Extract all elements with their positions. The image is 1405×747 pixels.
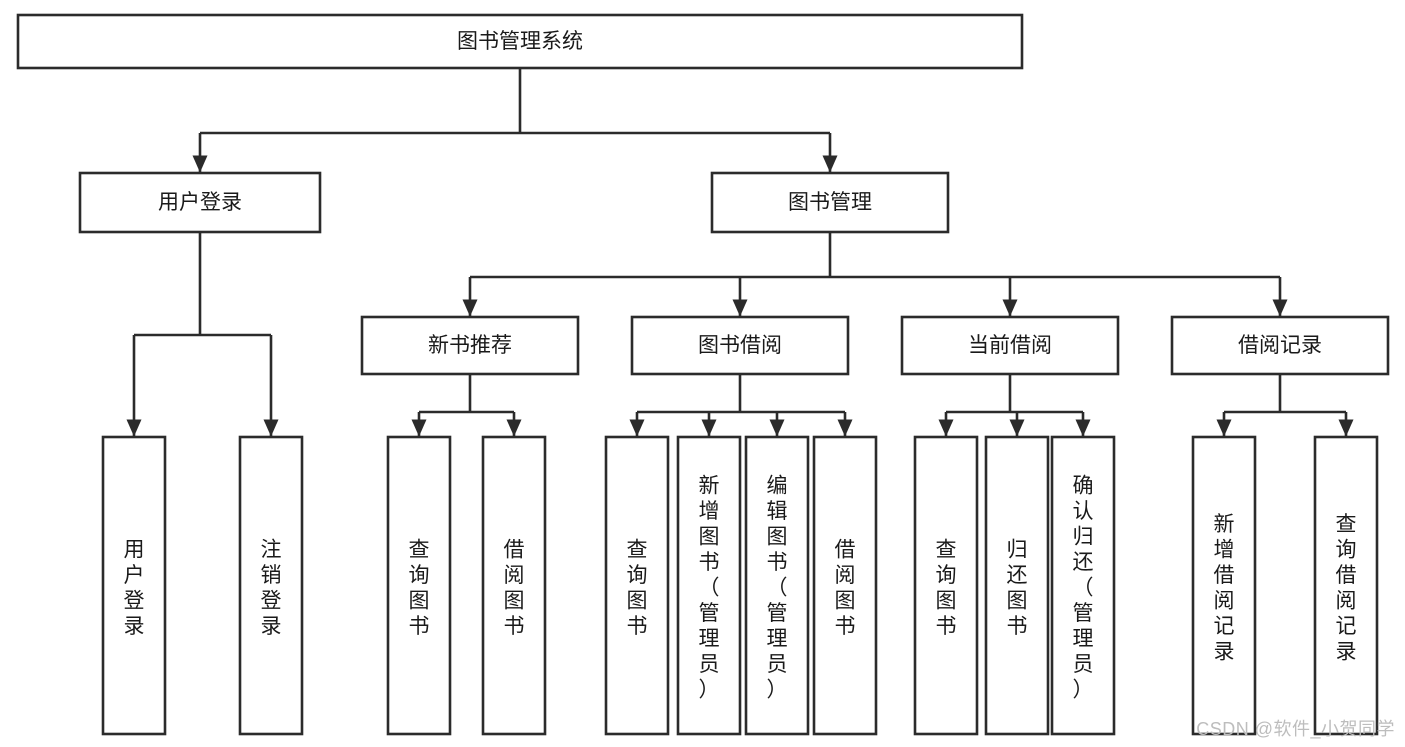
node-box-new-book-recommend xyxy=(360,315,580,376)
arrow-head-leaf-query-book-3 xyxy=(938,419,954,437)
node-label-leaf-query-book-3: 查询图书 xyxy=(936,538,957,638)
node-box-leaf-add-record xyxy=(1191,435,1257,736)
arrow-head-current-borrow xyxy=(1002,299,1018,317)
arrow-head-book-mgmt xyxy=(822,155,838,173)
node-box-borrow-records xyxy=(1170,315,1390,376)
arrow-head-leaf-user-login xyxy=(126,419,142,437)
node-leaf-query-book-1[interactable]: 查询图书 xyxy=(386,435,452,736)
node-leaf-logout[interactable]: 注销登录 xyxy=(238,435,304,736)
node-label-leaf-user-login: 用户登录 xyxy=(124,538,145,638)
arrow-head-leaf-return-book xyxy=(1009,419,1025,437)
node-box-leaf-borrow-book-2 xyxy=(812,435,878,736)
node-user-login[interactable]: 用户登录 xyxy=(78,171,322,234)
node-leaf-add-record[interactable]: 新增借阅记录 xyxy=(1191,435,1257,736)
arrow-head-leaf-add-book xyxy=(701,419,717,437)
arrow-head-leaf-query-record xyxy=(1338,419,1354,437)
node-box-leaf-query-record xyxy=(1313,435,1379,736)
arrow-head-book-borrow xyxy=(732,299,748,317)
node-box-current-borrow xyxy=(900,315,1120,376)
node-label-leaf-logout: 注销登录 xyxy=(261,538,282,638)
node-leaf-confirm-return[interactable]: 确认归还（管理员） xyxy=(1050,435,1116,736)
arrow-head-leaf-borrow-book-2 xyxy=(837,419,853,437)
node-label-book-borrow: 图书借阅 xyxy=(698,334,782,357)
node-leaf-user-login[interactable]: 用户登录 xyxy=(101,435,167,736)
node-leaf-borrow-book-2[interactable]: 借阅图书 xyxy=(812,435,878,736)
node-box-leaf-logout xyxy=(238,435,304,736)
node-new-book-recommend[interactable]: 新书推荐 xyxy=(360,315,580,376)
node-box-leaf-query-book-1 xyxy=(386,435,452,736)
node-box-leaf-borrow-book-1 xyxy=(481,435,547,736)
node-root[interactable]: 图书管理系统 xyxy=(16,13,1024,70)
node-label-leaf-add-record: 新增借阅记录 xyxy=(1214,513,1235,664)
arrow-head-leaf-confirm-return xyxy=(1075,419,1091,437)
node-label-leaf-return-book: 归还图书 xyxy=(1007,538,1028,638)
node-box-user-login xyxy=(78,171,322,234)
node-box-root xyxy=(16,13,1024,70)
node-label-leaf-add-book: 新增图书（管理员） xyxy=(699,475,720,702)
arrow-head-leaf-logout xyxy=(263,419,279,437)
arrow-head-leaf-edit-book xyxy=(769,419,785,437)
node-label-book-mgmt: 图书管理 xyxy=(788,191,872,214)
node-box-leaf-edit-book xyxy=(744,435,810,736)
node-box-leaf-query-book-2 xyxy=(604,435,670,736)
node-leaf-query-book-3[interactable]: 查询图书 xyxy=(913,435,979,736)
arrow-head-leaf-query-book-2 xyxy=(629,419,645,437)
node-book-borrow[interactable]: 图书借阅 xyxy=(630,315,850,376)
node-label-leaf-edit-book: 编辑图书（管理员） xyxy=(767,475,788,702)
arrow-head-new-book-recommend xyxy=(462,299,478,317)
node-leaf-add-book[interactable]: 新增图书（管理员） xyxy=(676,435,742,736)
arrow-head-leaf-borrow-book-1 xyxy=(506,419,522,437)
node-label-leaf-query-book-2: 查询图书 xyxy=(627,538,648,638)
node-layer: 图书管理系统用户登录图书管理新书推荐图书借阅当前借阅借阅记录用户登录注销登录查询… xyxy=(16,13,1390,736)
node-book-mgmt[interactable]: 图书管理 xyxy=(710,171,950,234)
node-label-user-login: 用户登录 xyxy=(158,191,242,214)
node-leaf-borrow-book-1[interactable]: 借阅图书 xyxy=(481,435,547,736)
node-label-leaf-borrow-book-1: 借阅图书 xyxy=(504,538,525,638)
node-label-leaf-query-book-1: 查询图书 xyxy=(409,538,430,638)
node-box-leaf-query-book-3 xyxy=(913,435,979,736)
node-box-book-borrow xyxy=(630,315,850,376)
node-label-leaf-confirm-return: 确认归还（管理员） xyxy=(1073,475,1094,702)
node-label-root: 图书管理系统 xyxy=(457,30,583,53)
arrow-head-leaf-add-record xyxy=(1216,419,1232,437)
node-label-new-book-recommend: 新书推荐 xyxy=(428,334,512,357)
node-box-leaf-return-book xyxy=(984,435,1050,736)
node-borrow-records[interactable]: 借阅记录 xyxy=(1170,315,1390,376)
node-label-leaf-borrow-book-2: 借阅图书 xyxy=(835,538,856,638)
connector-layer xyxy=(126,68,1354,437)
node-box-leaf-add-book xyxy=(676,435,742,736)
arrow-head-leaf-query-book-1 xyxy=(411,419,427,437)
node-current-borrow[interactable]: 当前借阅 xyxy=(900,315,1120,376)
node-leaf-query-book-2[interactable]: 查询图书 xyxy=(604,435,670,736)
node-leaf-edit-book[interactable]: 编辑图书（管理员） xyxy=(744,435,810,736)
node-label-current-borrow: 当前借阅 xyxy=(968,334,1052,357)
node-leaf-return-book[interactable]: 归还图书 xyxy=(984,435,1050,736)
arrow-head-user-login xyxy=(192,155,208,173)
node-leaf-query-record[interactable]: 查询借阅记录 xyxy=(1313,435,1379,736)
node-label-borrow-records: 借阅记录 xyxy=(1238,334,1322,357)
node-label-leaf-query-record: 查询借阅记录 xyxy=(1336,513,1357,664)
arrow-head-borrow-records xyxy=(1272,299,1288,317)
node-box-leaf-confirm-return xyxy=(1050,435,1116,736)
node-box-book-mgmt xyxy=(710,171,950,234)
node-box-leaf-user-login xyxy=(101,435,167,736)
